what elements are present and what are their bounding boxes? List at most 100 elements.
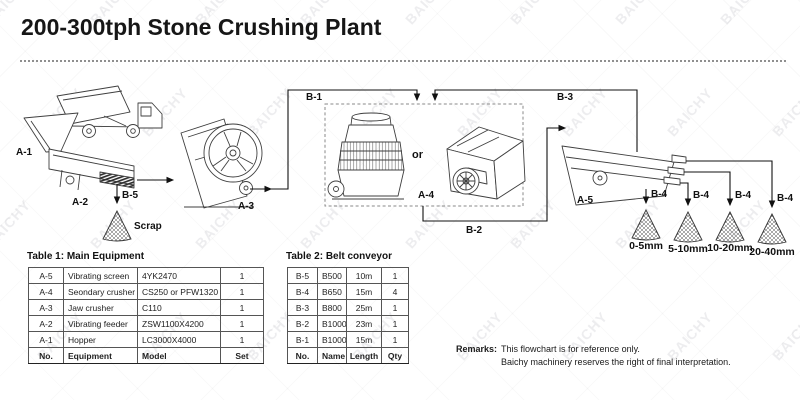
scrap-pile — [102, 209, 132, 242]
table-header-cell: Model — [137, 347, 221, 364]
table-row: A-1 Hopper LC3000X4000 1 — [28, 331, 264, 348]
label-conveyor-b4-1: B-4 — [651, 189, 668, 200]
label-conveyor-b3: B-3 — [557, 92, 574, 103]
pile-20-40mm — [757, 212, 787, 245]
table-cell: LC3000X4000 — [137, 331, 221, 348]
table-cell: 1 — [220, 267, 264, 284]
remarks-lines: This flowchart is for reference only. Ba… — [501, 343, 731, 369]
label-secondary-a4: A-4 — [418, 190, 435, 201]
table-cell: 15m — [346, 283, 382, 300]
table-cell: B-4 — [287, 283, 318, 300]
table-cell: 1 — [381, 331, 409, 348]
cone-crusher-illustration — [327, 112, 405, 200]
conveyor-b2-path — [422, 124, 567, 222]
table-cell: 1 — [381, 267, 409, 284]
table-cell: 1 — [220, 283, 264, 300]
table-row: A-4 Seondary crusher CS250 or PFW1320 1 — [28, 283, 264, 300]
table-cell: 1 — [220, 331, 264, 348]
table-header-cell: No. — [28, 347, 64, 364]
table-row: B-5 B500 10m 1 — [287, 267, 409, 284]
table-cell: 1 — [220, 299, 264, 316]
table-cell: B-1 — [287, 331, 318, 348]
table-cell: A-2 — [28, 315, 64, 332]
table-cell: A-4 — [28, 283, 64, 300]
screen-drop-10-20 — [684, 171, 734, 207]
table-header-cell: No. — [287, 347, 318, 364]
remarks-line-1: This flowchart is for reference only. — [501, 344, 640, 354]
table-cell: CS250 or PFW1320 — [137, 283, 221, 300]
table-cell: 1 — [381, 315, 409, 332]
label-or: or — [412, 149, 423, 161]
label-conveyor-b5: B-5 — [122, 190, 139, 201]
table-header-cell: Qty — [381, 347, 409, 364]
table-cell: Seondary crusher — [63, 283, 138, 300]
label-conveyor-b4-3: B-4 — [735, 190, 752, 201]
table-cell: A-1 — [28, 331, 64, 348]
dump-truck-illustration — [56, 85, 163, 138]
table-row: A-2 Vibrating feeder ZSW1100X4200 1 — [28, 315, 264, 332]
pile-5-10mm — [673, 210, 703, 243]
table-header-row: No. Equipment Model Set — [28, 347, 264, 364]
label-jaw-a3: A-3 — [238, 201, 255, 212]
table-header-cell: Equipment — [63, 347, 138, 364]
label-conveyor-b4-2: B-4 — [693, 190, 710, 201]
label-conveyor-b2: B-2 — [466, 225, 483, 236]
table-cell: B-2 — [287, 315, 318, 332]
label-size-10-20: 10-20mm — [707, 242, 753, 254]
remarks-line-2: Baichy machinery reserves the right of f… — [501, 357, 731, 367]
table-row: B-2 B1000 23m 1 — [287, 315, 409, 332]
conveyor-b1-path — [271, 89, 421, 190]
label-size-0-5: 0-5mm — [629, 240, 663, 252]
pile-0-5mm — [631, 208, 661, 241]
label-size-20-40: 20-40mm — [749, 246, 795, 258]
main-equipment-table: A-5 Vibrating screen 4YK2470 1 A-4 Seond… — [28, 267, 264, 364]
table-cell: A-3 — [28, 299, 64, 316]
screen-drop-5-10 — [680, 182, 692, 207]
label-screen-a5: A-5 — [577, 195, 594, 206]
table-header-cell: Set — [220, 347, 264, 364]
jaw-crusher-illustration — [180, 118, 263, 209]
impact-crusher-illustration — [446, 126, 526, 200]
label-feeder-a2: A-2 — [72, 197, 89, 208]
table-cell: A-5 — [28, 267, 64, 284]
table-cell: B-5 — [287, 267, 318, 284]
table-cell: Hopper — [63, 331, 138, 348]
label-conveyor-b4-4: B-4 — [777, 193, 794, 204]
label-hopper-a1: A-1 — [16, 147, 33, 158]
table-cell: B650 — [317, 283, 347, 300]
table-cell: 23m — [346, 315, 382, 332]
table-cell: Vibrating screen — [63, 267, 138, 284]
table-row: A-3 Jaw crusher C110 1 — [28, 299, 264, 316]
table-header-row: No. Name Length Qty — [287, 347, 409, 364]
belt-conveyor-table: B-5 B500 10m 1 B-4 B650 15m 4 B-3 B800 2… — [287, 267, 409, 364]
table-row: A-5 Vibrating screen 4YK2470 1 — [28, 267, 264, 284]
table-cell: C110 — [137, 299, 221, 316]
remarks-label: Remarks: — [456, 344, 498, 354]
table-cell: 1 — [381, 299, 409, 316]
label-scrap: Scrap — [134, 221, 162, 232]
pile-10-20mm — [715, 210, 745, 243]
table-cell: B500 — [317, 267, 347, 284]
table-cell: B-3 — [287, 299, 318, 316]
label-conveyor-b1: B-1 — [306, 92, 323, 103]
table-cell: 15m — [346, 331, 382, 348]
table-cell: 4 — [381, 283, 409, 300]
table2-title: Table 2: Belt conveyor — [286, 251, 392, 262]
conveyor-b3-path — [431, 89, 638, 152]
table-cell: B800 — [317, 299, 347, 316]
table-cell: 10m — [346, 267, 382, 284]
table-header-cell: Name — [317, 347, 347, 364]
table-cell: 4YK2470 — [137, 267, 221, 284]
flow-lines — [113, 89, 776, 222]
table-header-cell: Length — [346, 347, 382, 364]
table-row: B-4 B650 15m 4 — [287, 283, 409, 300]
table1-title: Table 1: Main Equipment — [27, 251, 145, 262]
title-divider — [20, 60, 786, 62]
table-row: B-1 B1000 15m 1 — [287, 331, 409, 348]
label-size-5-10: 5-10mm — [668, 243, 708, 255]
table-cell: 1 — [220, 315, 264, 332]
table-cell: B1000 — [317, 331, 347, 348]
table-cell: Vibrating feeder — [63, 315, 138, 332]
